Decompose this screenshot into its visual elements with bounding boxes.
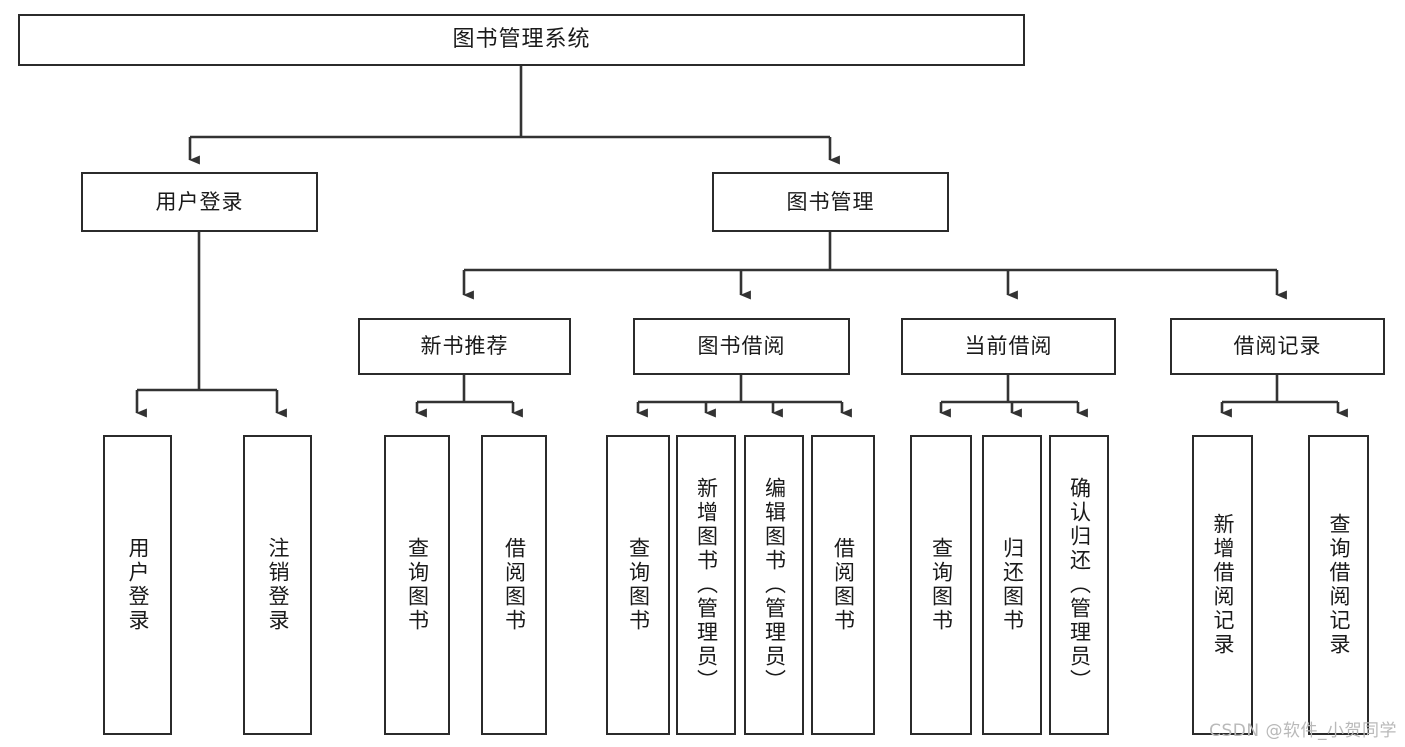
node-leaf-query-record-label: 查询借阅记录 (1327, 513, 1351, 657)
node-leaf-query-book-3[interactable]: 查询图书 (910, 435, 972, 735)
node-leaf-query-book-2-label: 查询图书 (626, 537, 651, 633)
node-leaf-add-record[interactable]: 新增借阅记录 (1192, 435, 1253, 735)
node-book-manage[interactable]: 图书管理 (712, 172, 949, 232)
node-new-book-recommendation[interactable]: 新书推荐 (358, 318, 571, 375)
node-book-borrow[interactable]: 图书借阅 (633, 318, 850, 375)
node-leaf-query-record[interactable]: 查询借阅记录 (1308, 435, 1369, 735)
node-leaf-logout-label: 注销登录 (266, 537, 290, 633)
node-leaf-query-book-1[interactable]: 查询图书 (384, 435, 450, 735)
node-borrow-record[interactable]: 借阅记录 (1170, 318, 1385, 375)
node-leaf-return-book-label: 归还图书 (1000, 537, 1025, 633)
node-leaf-query-book-2[interactable]: 查询图书 (606, 435, 670, 735)
node-leaf-edit-book-label: 编辑图书（管理员） (762, 477, 787, 693)
node-leaf-confirm-return[interactable]: 确认归还（管理员） (1049, 435, 1109, 735)
node-root-label: 图书管理系统 (452, 27, 591, 53)
node-leaf-borrow-book-2-label: 借阅图书 (831, 537, 856, 633)
node-new-book-recommendation-label: 新书推荐 (420, 334, 509, 359)
node-leaf-borrow-book-1-label: 借阅图书 (502, 537, 527, 633)
node-leaf-add-record-label: 新增借阅记录 (1211, 513, 1235, 657)
node-borrow-record-label: 借阅记录 (1233, 334, 1322, 359)
node-user-login-label: 用户登录 (155, 189, 244, 214)
node-leaf-user-login-label: 用户登录 (126, 537, 150, 633)
node-book-borrow-label: 图书借阅 (697, 334, 786, 359)
node-leaf-borrow-book-1[interactable]: 借阅图书 (481, 435, 547, 735)
node-user-login[interactable]: 用户登录 (81, 172, 318, 232)
node-root[interactable]: 图书管理系统 (18, 14, 1025, 66)
node-leaf-edit-book[interactable]: 编辑图书（管理员） (744, 435, 804, 735)
node-leaf-return-book[interactable]: 归还图书 (982, 435, 1042, 735)
csdn-watermark: CSDN @软件_小贺同学 (1209, 721, 1397, 741)
node-current-borrow[interactable]: 当前借阅 (901, 318, 1116, 375)
node-leaf-borrow-book-2[interactable]: 借阅图书 (811, 435, 875, 735)
node-leaf-query-book-3-label: 查询图书 (929, 537, 954, 633)
node-leaf-logout[interactable]: 注销登录 (243, 435, 312, 735)
node-leaf-query-book-1-label: 查询图书 (405, 537, 430, 633)
node-leaf-user-login[interactable]: 用户登录 (103, 435, 172, 735)
node-book-manage-label: 图书管理 (786, 189, 875, 214)
node-leaf-add-book-label: 新增图书（管理员） (694, 477, 719, 693)
node-leaf-confirm-return-label: 确认归还（管理员） (1067, 477, 1092, 693)
node-leaf-add-book[interactable]: 新增图书（管理员） (676, 435, 736, 735)
node-current-borrow-label: 当前借阅 (964, 334, 1053, 359)
